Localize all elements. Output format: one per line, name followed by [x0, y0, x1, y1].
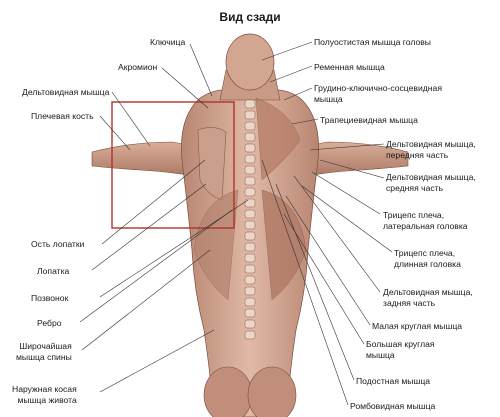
leader-line	[99, 329, 215, 393]
vertebra	[244, 99, 256, 109]
leader-line	[301, 185, 393, 253]
vertebra	[244, 154, 256, 164]
label-delt-sredn: Дельтовидная мышца, средняя часть	[386, 172, 476, 193]
leader-line	[189, 43, 213, 97]
vertebra	[244, 297, 256, 307]
vertebra	[244, 231, 256, 241]
leader-line	[319, 159, 385, 179]
label-bolshaya-kruglaya: Большая круглая мышца	[366, 339, 435, 360]
label-delt-peredn: Дельтовидная мышца, передняя часть	[386, 139, 476, 160]
leader-line	[285, 195, 371, 326]
head	[225, 33, 275, 91]
vertebra	[244, 143, 256, 153]
vertebra	[244, 286, 256, 296]
label-triceps-lat: Трицепс плеча, латеральная головка	[383, 210, 468, 231]
leader-line	[101, 159, 206, 245]
label-pozvonok: Позвонок	[31, 293, 69, 303]
vertebra	[244, 187, 256, 197]
label-plechevaya-kost: Плечевая кость	[31, 111, 94, 121]
vertebra	[244, 209, 256, 219]
vertebra	[244, 319, 256, 329]
label-klyuchica: Ключица	[150, 37, 186, 47]
label-lopatka: Лопатка	[37, 266, 70, 276]
leader-line	[311, 171, 381, 215]
label-grudino: Грудино-ключично-сосцевидная мышца	[314, 83, 442, 104]
leader-lines	[79, 41, 393, 406]
vertebra	[244, 264, 256, 274]
vertebra	[244, 198, 256, 208]
vertebra	[244, 121, 256, 131]
vertebra	[244, 275, 256, 285]
leader-line	[269, 65, 313, 83]
leader-line	[283, 213, 365, 345]
vertebra	[244, 165, 256, 175]
leader-line	[261, 159, 349, 406]
highlight-frame	[111, 101, 235, 229]
label-malaya-kruglaya: Малая круглая мышца	[372, 321, 463, 331]
vertebra	[244, 308, 256, 318]
label-shirochayshaya: Широчайшая мышца спины	[16, 341, 72, 362]
label-delt-zadn: Дельтовидная мышца, задняя часть	[383, 287, 473, 308]
leader-line	[261, 41, 313, 61]
left-lat	[193, 189, 239, 301]
leader-line	[99, 115, 131, 151]
leader-line	[161, 67, 209, 109]
right-gluteal	[247, 366, 297, 417]
leader-line	[79, 209, 233, 323]
label-poluostistaya: Полуостистая мышца головы	[314, 37, 431, 47]
label-podostnaya: Подостная мышца	[356, 376, 431, 386]
label-ost-lopatki: Ость лопатки	[31, 239, 85, 249]
vertebra	[244, 242, 256, 252]
leader-line	[111, 91, 151, 147]
leader-line	[81, 249, 211, 351]
label-romboid: Ромбовидная мышца	[350, 401, 436, 411]
vertebra	[244, 176, 256, 186]
label-naruzhnaya-kosaya: Наружная косая мышца живота	[12, 384, 77, 405]
leader-line	[283, 87, 313, 101]
label-remennaya: Ременная мышца	[314, 62, 385, 72]
label-trapeciya: Трапециевидная мышца	[320, 115, 418, 125]
label-triceps-dl: Трицепс плеча, длинная головка	[394, 248, 461, 269]
label-akromion: Акромион	[118, 62, 158, 72]
diagram-title: Вид сзади	[219, 10, 281, 24]
vertebra	[244, 132, 256, 142]
leader-line	[309, 143, 385, 151]
leader-line	[91, 183, 207, 271]
label-rebro: Ребро	[37, 318, 62, 328]
vertebra	[244, 220, 256, 230]
right-trapezius	[255, 97, 301, 181]
vertebra	[244, 110, 256, 120]
vertebra	[244, 330, 256, 340]
leader-line	[293, 175, 381, 293]
vertebra	[244, 253, 256, 263]
spine	[244, 99, 256, 340]
leader-line	[291, 118, 319, 125]
leader-line	[275, 183, 355, 381]
label-deltovidnaya: Дельтовидная мышца	[22, 87, 110, 97]
